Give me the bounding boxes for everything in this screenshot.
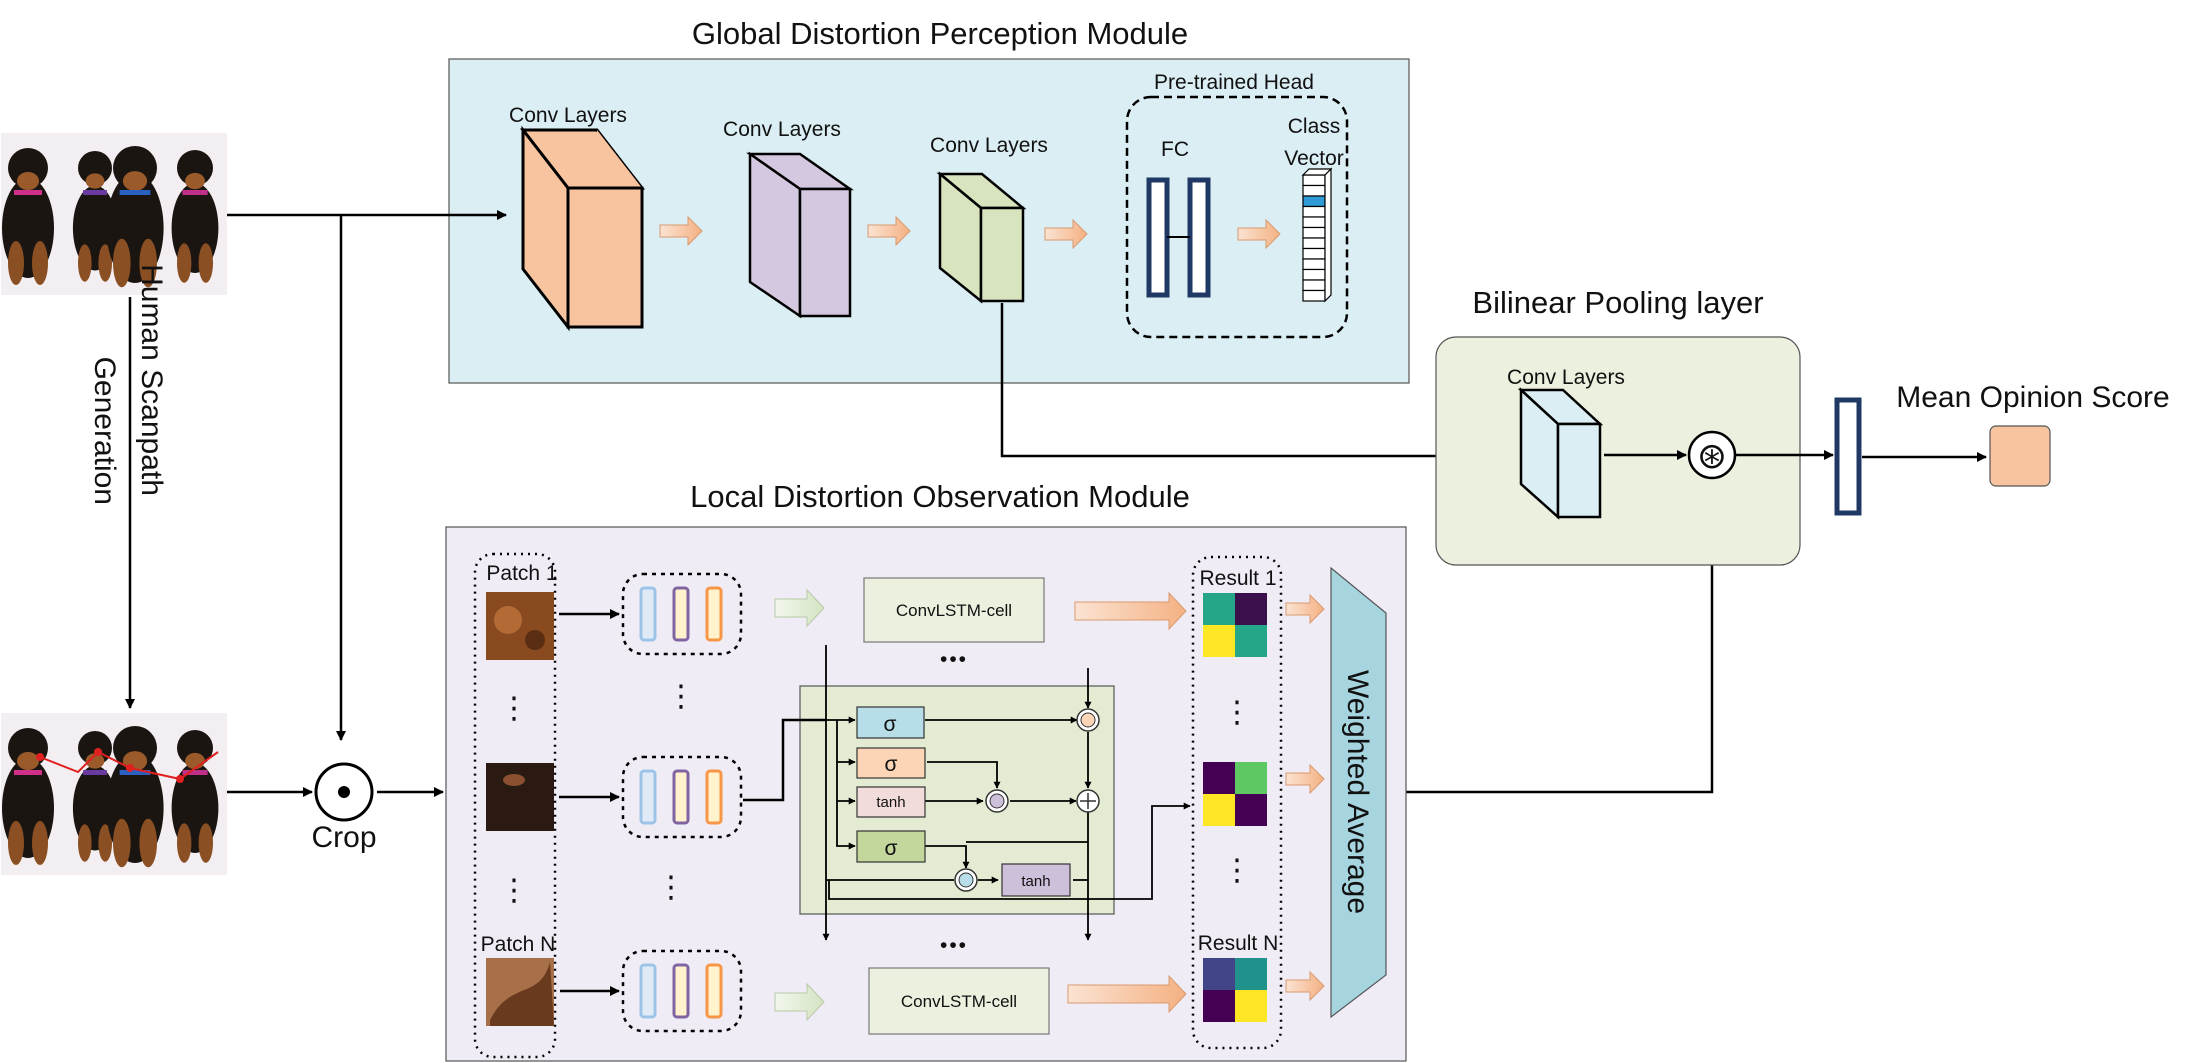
gate-tanh-2-label: tanh [1021, 873, 1050, 890]
gate-sigma-2 [856, 747, 926, 779]
bilinear-conv-block [1517, 387, 1604, 520]
feature-vdots-2: ⋮ [656, 871, 686, 904]
convlstm-cell-bottom [868, 967, 1050, 1035]
input-connectors [125, 210, 1717, 797]
result-last-label: Result N [1198, 932, 1279, 955]
lstm-pointwise-ops [954, 708, 1100, 892]
patch-mid-image [486, 763, 554, 831]
orange-arrow-bottom [1067, 974, 1187, 1014]
input-image-original [1, 133, 227, 295]
gate-tanh-1-label: tanh [876, 794, 905, 811]
global-flow-arrows [659, 215, 1281, 250]
class-vector-label-1: Class [1288, 115, 1341, 138]
global-conv2-label: Conv Layers [723, 118, 841, 141]
gate-sigma-1-label: σ [884, 713, 897, 736]
fc-layer [1146, 177, 1211, 298]
convlstm-ellipsis-top: ••• [940, 648, 968, 671]
patch-to-feature-arrows [559, 609, 620, 996]
input-image-scanpath [1, 713, 227, 875]
bilinear-operator-symbol: ⊛ [1697, 435, 1727, 476]
class-vector-label-2: Vector [1284, 147, 1344, 170]
feature-to-lstm-arrow [743, 718, 825, 802]
result-column [1191, 555, 1283, 1050]
fc-label: FC [1161, 138, 1189, 161]
feature-group-mid [621, 755, 743, 839]
scanpath-label-line1: Human Scanpath [135, 264, 168, 496]
convlstm-ellipsis-bottom: ••• [940, 934, 968, 957]
bilinear-operator [1687, 430, 1737, 480]
green-arrow-bottom [774, 982, 825, 1022]
patch-column [473, 552, 557, 1059]
patch-vdots-1: ⋮ [499, 692, 529, 725]
local-module-title: Local Distortion Observation Module [690, 479, 1190, 514]
scanpath-label-line2: Generation [88, 357, 121, 505]
feature-vdots-1: ⋮ [666, 680, 696, 713]
convlstm-cell-top-label: ConvLSTM-cell [896, 601, 1012, 620]
class-vector [1301, 167, 1333, 303]
feature-group-bottom [621, 949, 743, 1033]
result-heatmaps [1203, 593, 1267, 1022]
global-conv1-label: Conv Layers [509, 104, 627, 127]
crop-operator-dot [338, 786, 350, 798]
mos-label: Mean Opinion Score [1896, 381, 2170, 414]
gate-sigma-1 [856, 706, 925, 739]
patch-first-label: Patch 1 [486, 562, 557, 585]
green-arrow-top [774, 588, 825, 628]
orange-arrow-top [1074, 591, 1187, 631]
convlstm-cell-top [863, 577, 1045, 643]
result-vdots-1: ⋮ [1222, 696, 1252, 729]
global-conv2-block [746, 151, 854, 319]
global-module-title: Global Distortion Perception Module [692, 16, 1188, 51]
pretrained-head-title: Pre-trained Head [1154, 71, 1314, 94]
patch-vdots-2: ⋮ [499, 874, 529, 907]
output-fc-layer [1834, 397, 1862, 516]
convlstm-cell-bottom-label: ConvLSTM-cell [901, 992, 1017, 1011]
patch-last-label: Patch N [481, 933, 556, 956]
global-conv3-block [936, 171, 1027, 304]
crop-label: Crop [311, 821, 376, 854]
result-arrow-3 [1285, 970, 1325, 1002]
gate-sigma-3 [856, 830, 926, 863]
bilinear-conv-label: Conv Layers [1507, 366, 1625, 389]
gate-sigma-2-label: σ [885, 753, 898, 776]
gate-tanh-1 [856, 786, 926, 818]
bilinear-title: Bilinear Pooling layer [1472, 285, 1763, 320]
result-vdots-2: ⋮ [1222, 854, 1252, 887]
global-conv1-block [519, 125, 646, 332]
result-arrow-1 [1285, 593, 1325, 625]
pretrained-head-box [1125, 95, 1349, 339]
gate-tanh-2 [1001, 863, 1071, 897]
mos-box [1989, 425, 2051, 487]
weighted-average-block [1330, 566, 1387, 1019]
result-arrow-2 [1285, 763, 1325, 795]
result-first-label: Result 1 [1199, 567, 1276, 590]
weighted-average-label: Weighted Average [1341, 670, 1374, 914]
gate-sigma-3-label: σ [885, 837, 898, 860]
global-conv3-label: Conv Layers [930, 134, 1048, 157]
feature-group-top [621, 572, 743, 656]
